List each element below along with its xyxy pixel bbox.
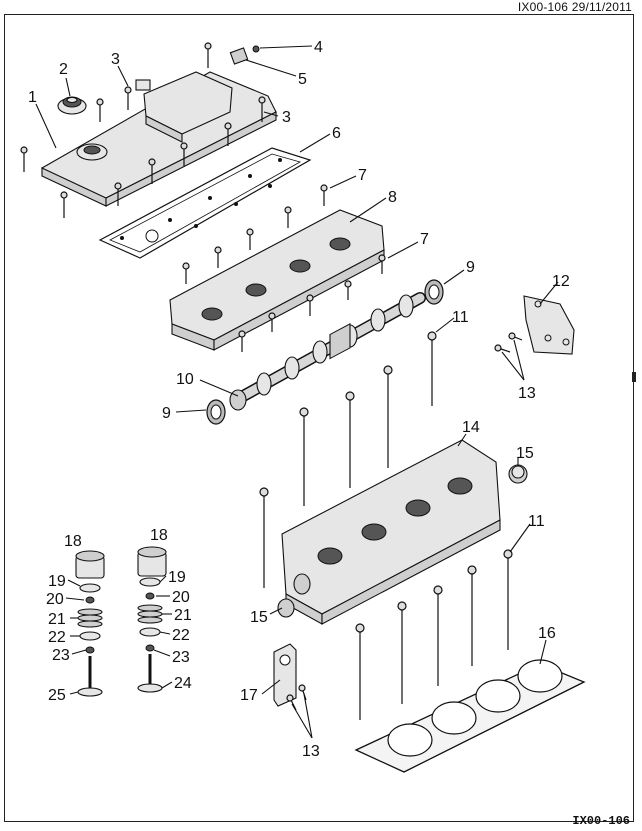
drawing-frame [4, 14, 634, 822]
callout-21b: 21 [174, 607, 192, 624]
oil-filler-cap [57, 96, 87, 115]
callout-13a: 13 [518, 385, 536, 402]
bracket-bolts [494, 332, 523, 353]
callout-21a: 21 [48, 611, 66, 628]
crop-mark [632, 372, 636, 382]
cylinder-head-bolts-upper [259, 331, 437, 588]
callout-2: 2 [59, 61, 68, 78]
callout-17: 17 [240, 687, 258, 704]
callout-19b: 19 [168, 569, 186, 586]
valve-train-exhaust [75, 550, 105, 697]
cylinder-head-gasket [354, 659, 586, 773]
callout-12: 12 [552, 273, 570, 290]
callout-25: 25 [48, 687, 66, 704]
callout-5: 5 [298, 71, 307, 88]
callout-24: 24 [174, 675, 192, 692]
valve-train-intake [137, 546, 167, 693]
footer-code: IX00-106 [572, 814, 630, 828]
camshaft-carrier-bolts [182, 184, 386, 352]
callout-20b: 20 [172, 589, 190, 606]
callout-11a: 11 [452, 309, 469, 326]
callout-labels: 1 2 3 3 4 5 6 7 7 8 9 9 10 11 11 12 13 1… [28, 39, 570, 760]
callout-9b: 9 [162, 405, 171, 422]
callout-1: 1 [28, 89, 37, 106]
callout-10: 10 [176, 371, 194, 388]
camshaft-carrier [169, 209, 385, 351]
callout-9a: 9 [466, 259, 475, 276]
callout-23a: 23 [52, 647, 70, 664]
callout-8: 8 [388, 189, 397, 206]
bracket [523, 295, 575, 355]
callout-7b: 7 [420, 231, 429, 248]
callout-22a: 22 [48, 629, 66, 646]
expansion-plugs [277, 464, 528, 618]
callout-13b: 13 [302, 743, 320, 760]
callout-23b: 23 [172, 649, 190, 666]
leader-lines [35, 45, 559, 739]
callout-6: 6 [332, 125, 341, 142]
lifting-eye [273, 643, 297, 707]
callout-20a: 20 [46, 591, 64, 608]
callout-4: 4 [314, 39, 323, 56]
camshaft [229, 292, 426, 411]
camshaft-sensor [229, 45, 260, 65]
valve-cover [40, 71, 277, 207]
callout-15b: 15 [250, 609, 268, 626]
valve-cover-bolts [20, 42, 266, 218]
callout-3a: 3 [111, 51, 120, 68]
callout-22b: 22 [172, 627, 190, 644]
callout-18a: 18 [64, 533, 82, 550]
callout-3b: 3 [282, 109, 291, 126]
callout-11b: 11 [528, 513, 545, 530]
callout-14: 14 [462, 419, 480, 436]
valve-cover-gasket [98, 147, 312, 259]
callout-15a: 15 [516, 445, 534, 462]
lifting-eye-bolts [286, 684, 307, 711]
callout-7a: 7 [358, 167, 367, 184]
cylinder-head-bolts-lower [355, 549, 513, 720]
camshaft-seals [206, 279, 444, 425]
callout-16: 16 [538, 625, 556, 642]
callout-18b: 18 [150, 527, 168, 544]
callout-19a: 19 [48, 573, 66, 590]
header-code-date: IX00-106 29/11/2011 [517, 0, 632, 14]
cylinder-head [281, 323, 501, 625]
